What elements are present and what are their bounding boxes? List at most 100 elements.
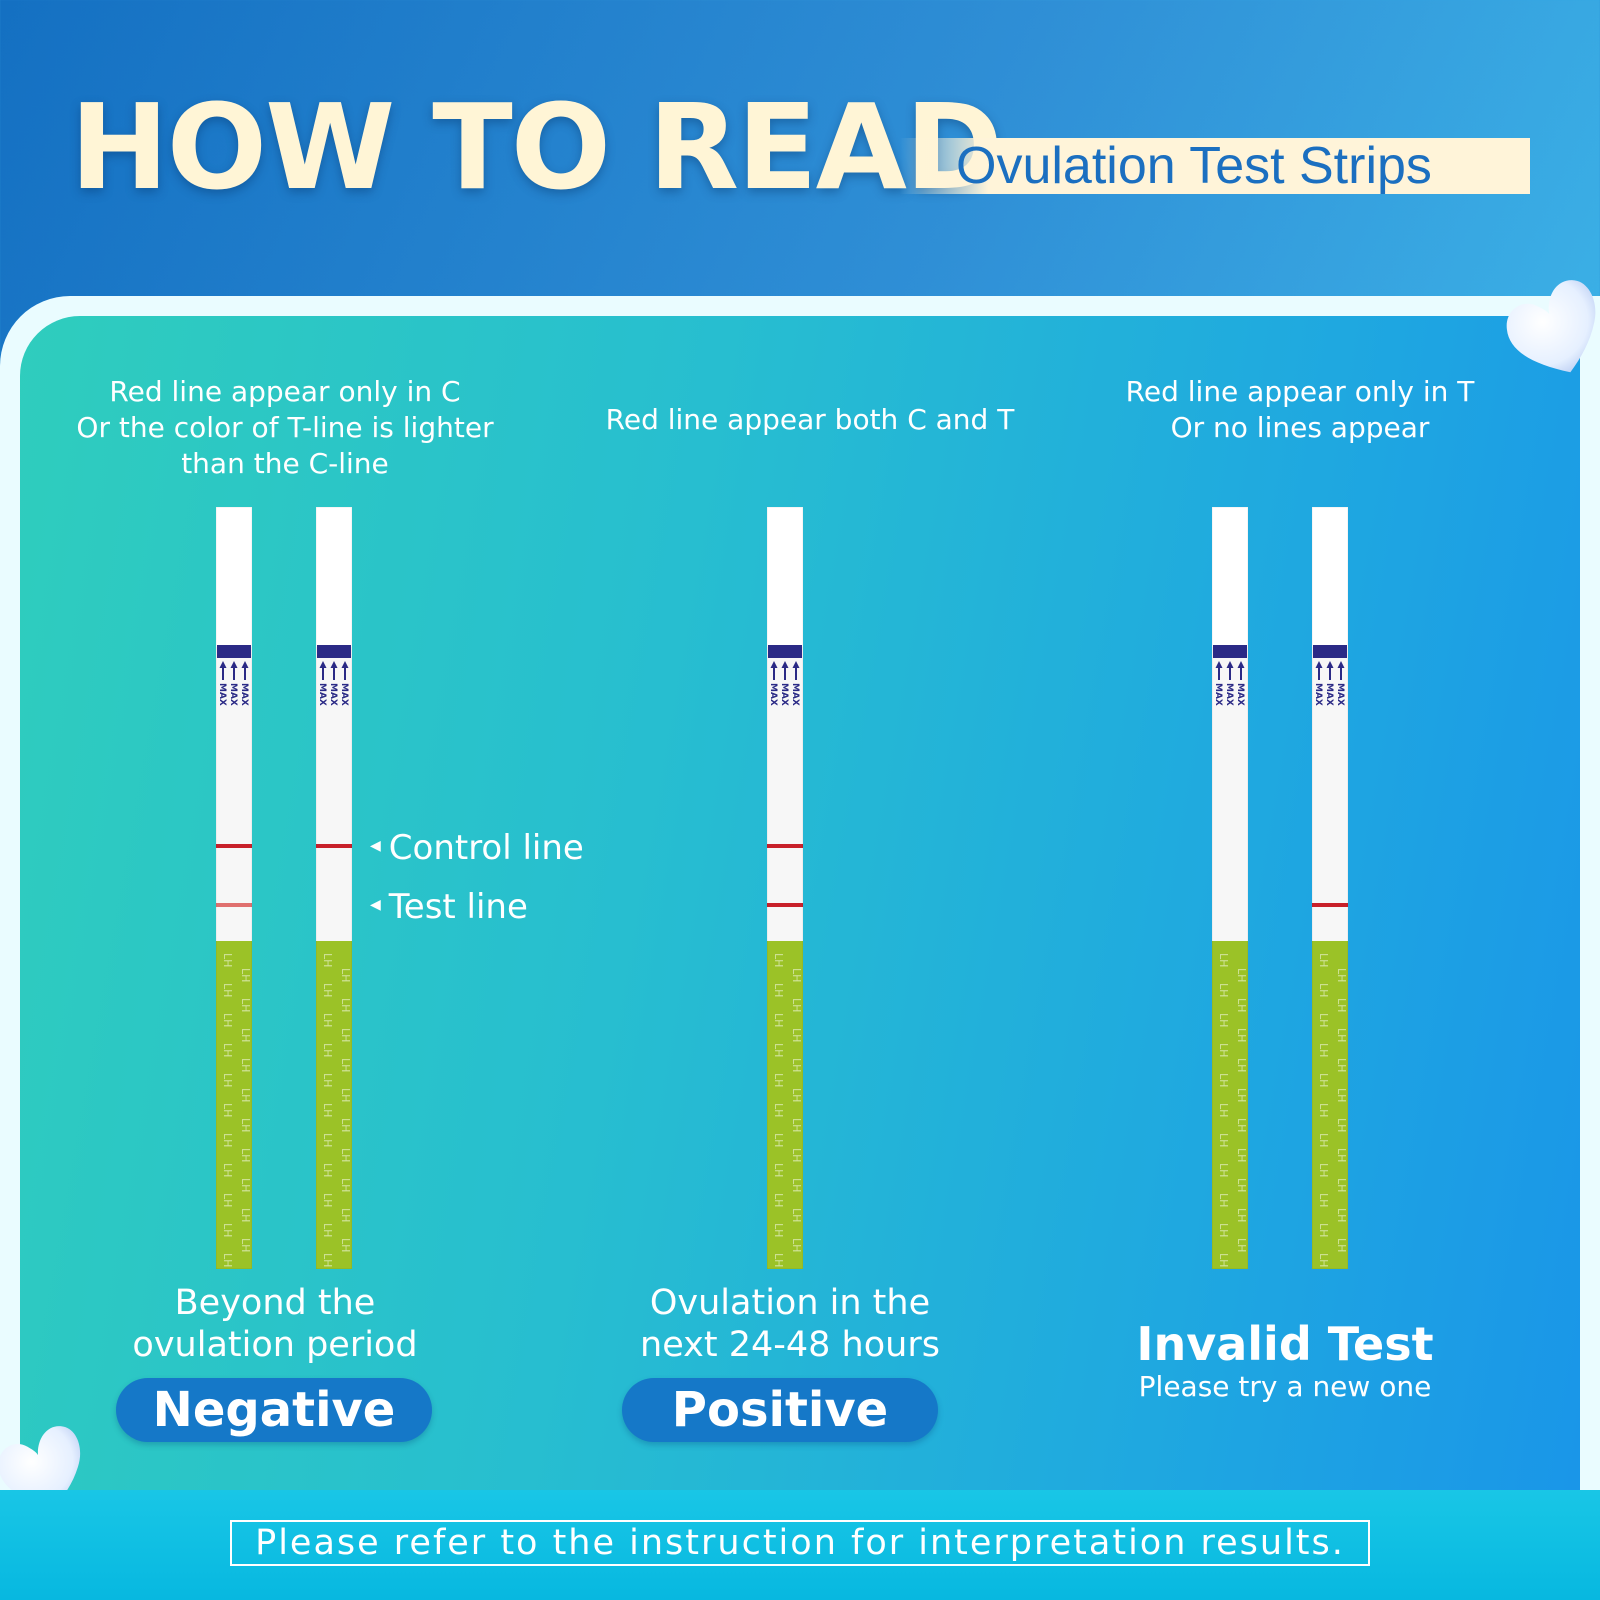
lh-label: LH: [321, 1223, 334, 1237]
lh-label: LH: [1217, 1253, 1230, 1267]
lh-label: LH: [339, 1088, 352, 1102]
lh-label: LH: [1317, 1223, 1330, 1237]
strip-top: [216, 507, 252, 647]
negative-description: Red line appear only in C Or the color o…: [76, 375, 494, 480]
strip-top: [316, 507, 352, 647]
max-label: MAX: [239, 683, 249, 706]
invalid-description: Red line appear only in T Or no lines ap…: [1125, 375, 1475, 444]
footer-band: [0, 1490, 1600, 1600]
lh-label: LH: [1235, 968, 1248, 982]
lh-label: LH: [1335, 1238, 1348, 1252]
lh-label: LH: [239, 1088, 252, 1102]
lh-label: LH: [321, 1253, 334, 1267]
page-subtitle: Ovulation Test Strips: [956, 137, 1432, 195]
lh-label: LH: [790, 1088, 803, 1102]
pad-pattern: LHLHLHLHLHLHLHLHLHLHLHLHLHLHLHLHLHLHLHLH…: [321, 953, 352, 1269]
lh-label: LH: [339, 1118, 352, 1132]
control-line-pointer: ◀Control line: [370, 828, 584, 868]
lh-label: LH: [321, 1193, 334, 1207]
lh-label: LH: [772, 983, 785, 997]
lh-label: LH: [1317, 1103, 1330, 1117]
lh-label: LH: [772, 1163, 785, 1177]
arrow-up-icon: [1315, 661, 1323, 668]
absorbent-pad: [1212, 941, 1248, 1269]
lh-label: LH: [772, 1193, 785, 1207]
max-label: MAX: [317, 683, 327, 706]
lh-label: LH: [221, 1073, 234, 1087]
lh-label: LH: [1235, 1118, 1248, 1132]
test-line-pointer: ◀Test line: [370, 887, 528, 927]
positive-description: Red line appear both C and T: [605, 403, 1015, 436]
lh-label: LH: [1235, 1238, 1248, 1252]
lh-label: LH: [1317, 1193, 1330, 1207]
strip-max-bar: [1313, 645, 1347, 658]
lh-label: LH: [239, 1178, 252, 1192]
lh-label: LH: [221, 1043, 234, 1057]
lh-label: LH: [1217, 1013, 1230, 1027]
lh-label: LH: [772, 1043, 785, 1057]
lh-label: LH: [1217, 1073, 1230, 1087]
strip-max-bar: [768, 645, 802, 658]
absorbent-pad: [1312, 941, 1348, 1269]
lh-label: LH: [1235, 1088, 1248, 1102]
lh-label: LH: [1317, 1133, 1330, 1147]
page-title: HOW TO READ: [70, 78, 1003, 216]
control-line: [767, 844, 803, 848]
lh-label: LH: [321, 953, 334, 967]
invalid-result-subtitle: Please try a new one: [1138, 1370, 1432, 1403]
lh-label: LH: [339, 1058, 352, 1072]
arrow-up-icon: [241, 661, 249, 668]
arrow-up-icon: [1237, 661, 1245, 668]
lh-label: LH: [790, 1208, 803, 1222]
lh-label: LH: [239, 998, 252, 1012]
lh-label: LH: [339, 1268, 352, 1269]
lh-label: LH: [1335, 1148, 1348, 1162]
strip-top: [1312, 507, 1348, 647]
lh-label: LH: [772, 1223, 785, 1237]
max-label: MAX: [1335, 683, 1345, 706]
lh-label: LH: [221, 1253, 234, 1267]
lh-label: LH: [1217, 983, 1230, 997]
arrow-up-icon: [230, 661, 238, 668]
lh-label: LH: [1235, 1148, 1248, 1162]
lh-label: LH: [1235, 1028, 1248, 1042]
lh-label: LH: [1335, 998, 1348, 1012]
lh-label: LH: [221, 983, 234, 997]
invalid-result-title: Invalid Test: [1136, 1317, 1434, 1371]
positive-result-text: Ovulation in the next 24-48 hours: [640, 1283, 940, 1365]
pad-pattern: LHLHLHLHLHLHLHLHLHLHLHLHLHLHLHLHLHLHLHLH…: [772, 953, 803, 1269]
max-label: MAX: [328, 683, 338, 706]
lh-label: LH: [1217, 1223, 1230, 1237]
strip-max-bar: [1213, 645, 1247, 658]
pad-pattern: LHLHLHLHLHLHLHLHLHLHLHLHLHLHLHLHLHLHLHLH…: [1317, 953, 1348, 1269]
absorbent-pad: [767, 941, 803, 1269]
lh-label: LH: [1317, 953, 1330, 967]
lh-label: LH: [772, 1133, 785, 1147]
lh-label: LH: [1335, 1118, 1348, 1132]
lh-label: LH: [321, 1103, 334, 1117]
lh-label: LH: [790, 1178, 803, 1192]
lh-label: LH: [239, 1208, 252, 1222]
absorbent-pad: [316, 941, 352, 1269]
triangle-left-icon: ◀: [370, 837, 381, 854]
max-label: MAX: [217, 683, 227, 706]
lh-label: LH: [239, 1118, 252, 1132]
arrow-up-icon: [781, 661, 789, 668]
lh-label: LH: [1317, 1073, 1330, 1087]
positive-badge: Positive: [622, 1378, 938, 1442]
lh-label: LH: [339, 1178, 352, 1192]
lh-label: LH: [1317, 1043, 1330, 1057]
strip-max-bar: [217, 645, 251, 658]
lh-label: LH: [1335, 1058, 1348, 1072]
lh-label: LH: [790, 1028, 803, 1042]
absorbent-pad: [216, 941, 252, 1269]
arrow-up-icon: [770, 661, 778, 668]
arrow-up-icon: [1337, 661, 1345, 668]
lh-label: LH: [221, 1193, 234, 1207]
lh-label: LH: [772, 1103, 785, 1117]
